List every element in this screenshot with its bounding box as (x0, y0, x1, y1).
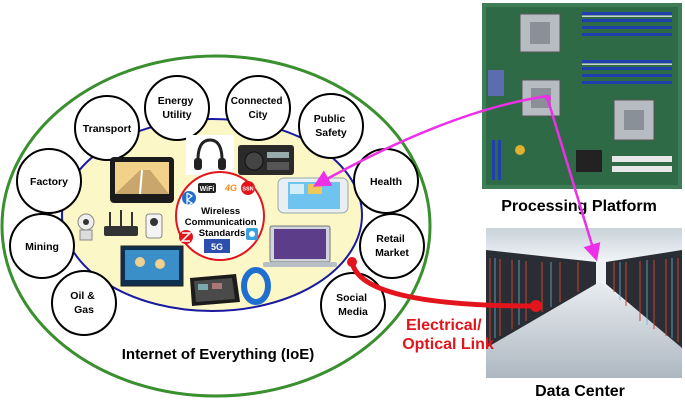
headphones-icon (186, 135, 234, 175)
svg-text:Connected City: Connected City (231, 96, 285, 121)
link-endpoint-datacenter (530, 300, 542, 312)
svg-text:Public Safety: Public Safety (314, 113, 348, 139)
bluetooth-icon (182, 191, 196, 207)
platform-node-dot (545, 95, 551, 101)
sector-mining: Mining (9, 213, 75, 279)
platform-to-datacenter-arrow (546, 99, 601, 262)
device-to-platform-arrow (312, 94, 549, 187)
svg-text:Social Media: Social Media (336, 292, 370, 318)
electrical-optical-link (349, 261, 536, 309)
gps-device-icon (110, 157, 174, 203)
radio-icon (238, 145, 294, 175)
motherboard-image (482, 3, 682, 189)
sector-social-media: Social Media (320, 272, 386, 338)
sector-factory: Factory (16, 148, 82, 214)
electrical-optical-link-label: Electrical/ Optical Link (402, 317, 494, 353)
svg-text:SSN: SSN (242, 187, 253, 193)
fitness-band-icon (241, 267, 271, 305)
data-center-label: Data Center (535, 383, 625, 400)
laptop-icon (263, 225, 337, 267)
svg-text:Oil & Gas: Oil & Gas (70, 290, 97, 316)
wireless-standards-hub: WiFi 4G SSN Wireless Communication Stand… (175, 171, 265, 261)
zigbee-icon (179, 230, 193, 244)
svg-text:Energy Utility: Energy Utility (158, 95, 197, 121)
sector-oil-gas: Oil & Gas (51, 270, 117, 336)
ip-camera-icon (145, 213, 163, 239)
wireless-standards-label: Wireless Communication Standards (185, 206, 259, 239)
sector-public-safety: Public Safety (298, 93, 364, 159)
sector-connected-city: Connected City (225, 75, 291, 141)
4g-badge: 4G (224, 183, 237, 193)
link-endpoint-iot (347, 257, 357, 267)
svg-text:WiFi: WiFi (200, 186, 215, 193)
ssn-badge: SSN (241, 181, 255, 195)
5g-badge: 5G (204, 239, 230, 253)
network-icon (246, 228, 258, 240)
ioe-title: Internet of Everything (IoE) (122, 346, 315, 363)
wifi-badge: WiFi (198, 183, 216, 193)
sector-transport: Transport (74, 95, 140, 161)
svg-text:Retail Market: Retail Market (375, 233, 409, 259)
svg-text:Mining: Mining (25, 241, 59, 253)
svg-text:Factory: Factory (30, 176, 68, 188)
router-icon (104, 210, 138, 236)
smartphone-icon (277, 177, 349, 214)
sector-energy-utility: Energy Utility (144, 75, 210, 141)
svg-text:Transport: Transport (83, 123, 132, 135)
processing-platform-label: Processing Platform (501, 198, 657, 215)
svg-text:Health: Health (370, 176, 402, 188)
tablet-icon (190, 274, 240, 306)
ip-camera-icon (77, 213, 95, 241)
server-racks-image (486, 228, 682, 378)
smart-tv-icon (120, 245, 184, 287)
svg-text:5G: 5G (211, 242, 223, 252)
sector-retail-market: Retail Market (359, 213, 425, 279)
